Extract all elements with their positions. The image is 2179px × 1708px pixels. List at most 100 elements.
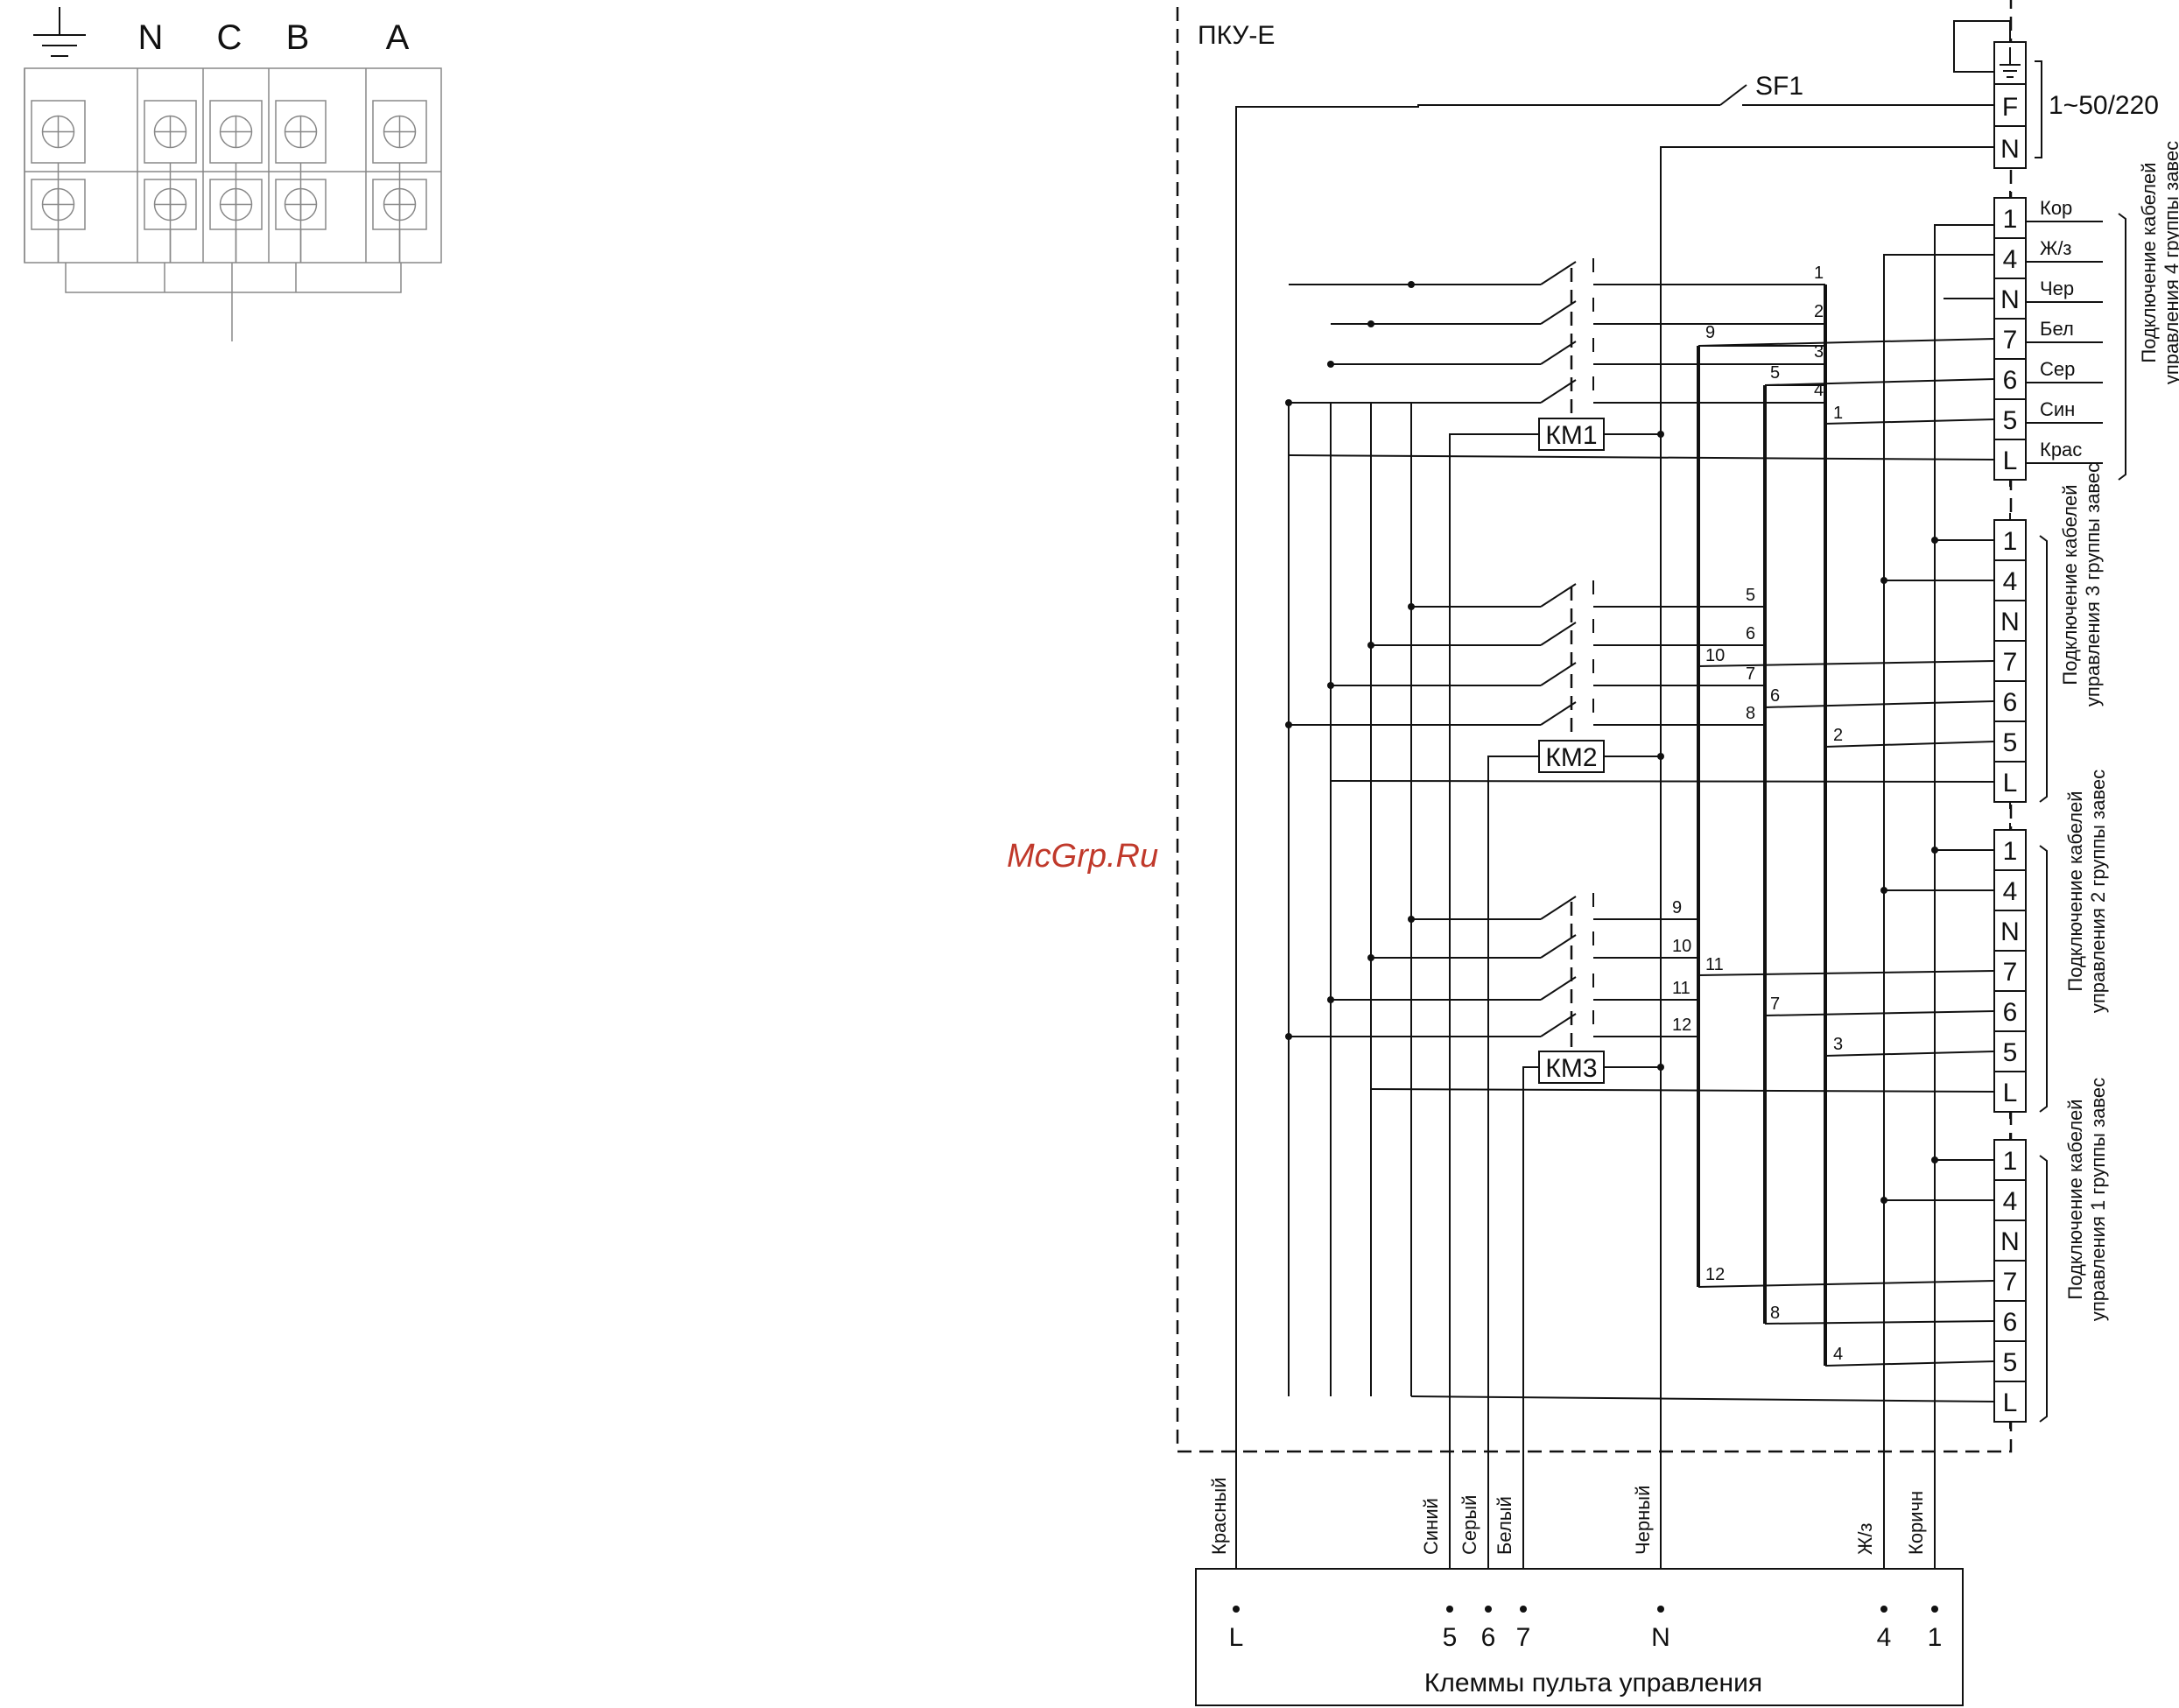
ground-icon	[33, 7, 86, 57]
wire-color-label: Сер	[2040, 358, 2075, 380]
wire-color-label: Бел	[2040, 318, 2074, 340]
km3-contact-number: 12	[1672, 1016, 1691, 1035]
supply-terminal-n: N	[2000, 135, 2020, 164]
terminal-label: 5	[2003, 1038, 2018, 1067]
ground-icon	[2000, 47, 2021, 78]
group-1-label: Подключение кабелейуправления 1 группы з…	[2064, 1078, 2109, 1321]
contactor-label: КМ3	[1545, 1054, 1597, 1083]
junction-dot	[1367, 320, 1374, 327]
junction-dot	[1408, 603, 1415, 610]
terminal-label: 4	[2003, 245, 2018, 274]
junction-dot	[1931, 1606, 1938, 1613]
bus-1-number: 4	[1833, 1345, 1843, 1364]
contactor-km1: КМ1	[1538, 418, 1605, 451]
junction-dot	[1520, 1606, 1527, 1613]
group-4-label: Подключение кабелейуправления 4 группы з…	[2138, 141, 2179, 384]
remote-terminal-label: 7	[1516, 1623, 1531, 1652]
terminal-label: 4	[2003, 567, 2018, 596]
terminal-label: L	[2003, 769, 2018, 798]
cable-color-label: Коричн	[1905, 1491, 1927, 1555]
bus-1-number: 2	[1833, 726, 1843, 745]
wire-color-label: Ж/з	[2040, 237, 2072, 259]
remote-terminal-box	[1195, 1568, 1964, 1706]
bus-5-number: 5	[1770, 363, 1780, 383]
km2-contact-number: 8	[1746, 704, 1755, 723]
legend-label-a: A	[386, 18, 410, 57]
terminal-label: 4	[2003, 877, 2018, 906]
junction-dot	[1285, 1033, 1292, 1040]
supply-terminal-block: F N 1~50/220	[1953, 20, 2159, 169]
km2-contact-number: 5	[1746, 586, 1755, 605]
bus-5-number: 8	[1770, 1304, 1780, 1323]
bus-5-number: 7	[1770, 995, 1780, 1014]
km1-contact-number: 3	[1814, 342, 1824, 362]
junction-dot	[1657, 753, 1664, 760]
junction-dot	[1657, 431, 1664, 438]
cable-color-label: Синий	[1420, 1498, 1442, 1555]
group-3-label: Подключение кабелейуправления 3 группы з…	[2059, 463, 2104, 706]
terminal-label: L	[2003, 446, 2018, 475]
legend-label-c: C	[217, 18, 243, 57]
bus-9-number: 9	[1705, 323, 1715, 342]
km1-contact-number: 1	[1814, 264, 1824, 283]
remote-terminal-label: 5	[1443, 1623, 1458, 1652]
contactor-label: КМ2	[1545, 743, 1597, 772]
bus-9-number: 12	[1705, 1265, 1725, 1284]
junction-dot	[1931, 847, 1938, 854]
legend-label-b: B	[286, 18, 310, 57]
terminal-label: 1	[2003, 205, 2018, 234]
terminal-label: L	[2003, 1388, 2018, 1417]
wire-color-label: Син	[2040, 398, 2075, 420]
legend-terminal-cells	[24, 68, 427, 263]
wire-color-label: Крас	[2040, 439, 2082, 460]
km1-contact-number: 4	[1814, 381, 1824, 400]
junction-dot	[1285, 721, 1292, 728]
supply-label: 1~50/220	[2049, 91, 2159, 120]
terminal-label: N	[2000, 1227, 2020, 1256]
cable-color-label: Красный	[1208, 1477, 1230, 1555]
bus-9-number: 11	[1705, 955, 1724, 974]
terminal-label: 6	[2003, 1308, 2018, 1337]
terminal-label: 5	[2003, 728, 2018, 757]
junction-dot	[1327, 996, 1334, 1003]
remote-terminal-label: 4	[1877, 1623, 1892, 1652]
remote-terminal-label: N	[1651, 1623, 1670, 1652]
terminal-block-legend: N C B A	[24, 7, 442, 341]
terminal-label: 7	[2003, 1268, 2018, 1297]
contactor-km2: КМ2	[1538, 740, 1605, 773]
junction-dot	[1931, 537, 1938, 544]
junction-dot	[1408, 281, 1415, 288]
terminal-label: 6	[2003, 366, 2018, 395]
panel-title: ПКУ-Е	[1198, 21, 1275, 50]
km3-contact-number: 11	[1672, 979, 1690, 998]
junction-dot	[1880, 1197, 1887, 1204]
watermark: McGrp.Ru	[1007, 838, 1158, 875]
wire-color-label: Кор	[2040, 197, 2072, 219]
terminal-label: 1	[2003, 527, 2018, 556]
junction-dot	[1233, 1606, 1240, 1613]
terminal-label: 7	[2003, 326, 2018, 355]
terminal-label: 1	[2003, 837, 2018, 866]
junction-dot	[1285, 399, 1292, 406]
junction-dot	[1485, 1606, 1492, 1613]
bus-9-number: 10	[1705, 646, 1725, 665]
junction-dot	[1657, 1606, 1664, 1613]
junction-dot	[1327, 361, 1334, 368]
legend-label-n: N	[138, 18, 164, 57]
bus-1-number: 1	[1833, 404, 1843, 423]
km1-contact-number: 2	[1814, 302, 1824, 321]
remote-title: Клеммы пульта управления	[1424, 1669, 1762, 1697]
km3-contact-number: 10	[1672, 937, 1691, 956]
junction-dot	[1880, 887, 1887, 894]
wire-color-label: Чер	[2040, 278, 2074, 299]
terminal-label: 6	[2003, 998, 2018, 1027]
